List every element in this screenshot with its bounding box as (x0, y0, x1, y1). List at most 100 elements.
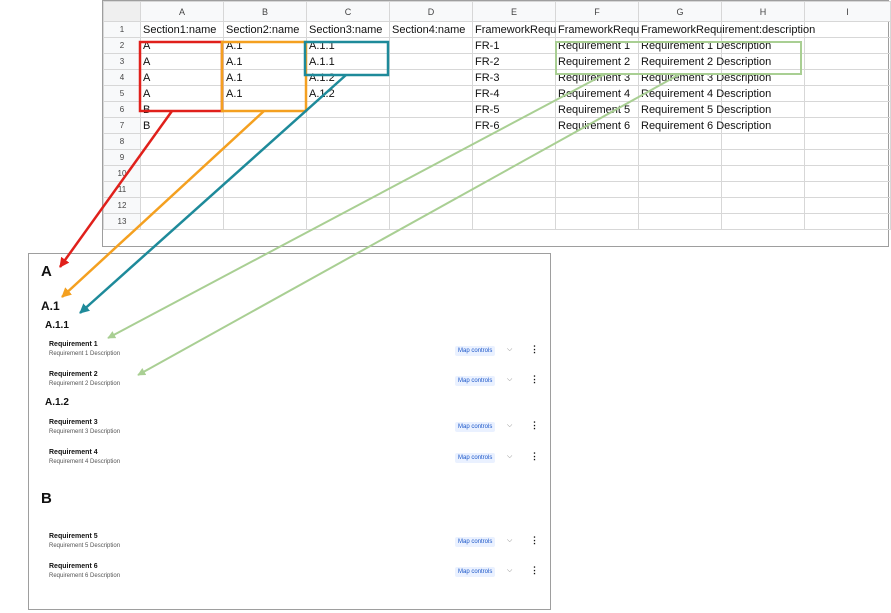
cell[interactable]: A.1.1 (306, 37, 390, 54)
cell[interactable] (804, 21, 891, 38)
more-options-icon[interactable]: ⋮ (530, 535, 539, 545)
cell[interactable] (555, 197, 639, 214)
cell[interactable] (555, 133, 639, 150)
cell[interactable] (638, 197, 722, 214)
cell[interactable]: A (140, 69, 224, 86)
cell[interactable] (555, 213, 639, 230)
cell[interactable] (638, 165, 722, 182)
cell[interactable]: FR-2 (472, 53, 556, 70)
more-options-icon[interactable]: ⋮ (530, 565, 539, 575)
column-header[interactable]: E (472, 1, 556, 22)
cell[interactable] (472, 181, 556, 198)
cell[interactable]: Requirement 6 Description (638, 117, 771, 134)
cell[interactable] (223, 197, 307, 214)
column-header[interactable]: B (223, 1, 307, 22)
cell[interactable]: Requirement 1 Description (638, 37, 771, 54)
cell[interactable] (223, 117, 307, 134)
cell[interactable] (721, 165, 805, 182)
cell[interactable] (389, 165, 473, 182)
cell[interactable] (804, 53, 891, 70)
cell[interactable]: A.1 (223, 69, 307, 86)
cell[interactable] (804, 117, 891, 134)
cell[interactable] (804, 149, 891, 166)
column-header[interactable]: C (306, 1, 390, 22)
cell[interactable]: Requirement 3 Description (638, 69, 771, 86)
cell[interactable] (306, 165, 390, 182)
corner-cell[interactable] (103, 1, 141, 22)
cell[interactable] (306, 101, 390, 118)
row-number[interactable]: 2 (103, 37, 141, 54)
map-controls-button[interactable]: Map controls (455, 453, 496, 463)
cell[interactable] (389, 53, 473, 70)
cell[interactable] (389, 133, 473, 150)
cell[interactable] (721, 213, 805, 230)
column-header[interactable]: I (804, 1, 891, 22)
cell[interactable] (140, 213, 224, 230)
cell[interactable]: Requirement 4 Description (638, 85, 771, 102)
chevron-down-icon[interactable]: ⌵ (507, 422, 513, 429)
chevron-down-icon[interactable]: ⌵ (507, 537, 513, 544)
cell[interactable]: B (140, 117, 224, 134)
cell[interactable]: A.1.1 (306, 53, 390, 70)
map-controls-button[interactable]: Map controls (455, 376, 496, 386)
cell[interactable] (638, 213, 722, 230)
cell[interactable]: Requirement 2 Description (638, 53, 771, 70)
row-number[interactable]: 3 (103, 53, 141, 70)
cell[interactable]: FR-1 (472, 37, 556, 54)
cell[interactable]: Requirement 3 (555, 69, 639, 86)
cell[interactable] (638, 149, 722, 166)
cell[interactable]: Requirement 1 (555, 37, 639, 54)
column-header[interactable]: H (721, 1, 805, 22)
cell[interactable] (638, 133, 722, 150)
cell[interactable]: Requirement 5 Description (638, 101, 771, 118)
row-number[interactable]: 7 (103, 117, 141, 134)
chevron-down-icon[interactable]: ⌵ (507, 453, 513, 460)
row-number[interactable]: 13 (103, 213, 141, 230)
cell[interactable] (223, 149, 307, 166)
cell[interactable] (472, 149, 556, 166)
cell[interactable] (804, 181, 891, 198)
cell[interactable]: A.1 (223, 37, 307, 54)
column-header[interactable]: F (555, 1, 639, 22)
cell[interactable] (804, 197, 891, 214)
cell[interactable] (804, 69, 891, 86)
cell[interactable] (389, 85, 473, 102)
cell[interactable] (223, 181, 307, 198)
chevron-down-icon[interactable]: ⌵ (507, 376, 513, 383)
map-controls-button[interactable]: Map controls (455, 537, 496, 547)
cell[interactable] (638, 181, 722, 198)
cell[interactable] (472, 213, 556, 230)
row-number[interactable]: 8 (103, 133, 141, 150)
more-options-icon[interactable]: ⋮ (530, 420, 539, 430)
row-number[interactable]: 5 (103, 85, 141, 102)
cell[interactable]: A.1 (223, 85, 307, 102)
cell[interactable]: FR-6 (472, 117, 556, 134)
cell[interactable]: A.1.2 (306, 85, 390, 102)
row-number[interactable]: 12 (103, 197, 141, 214)
cell[interactable] (223, 165, 307, 182)
cell[interactable]: A (140, 53, 224, 70)
cell[interactable]: FR-5 (472, 101, 556, 118)
cell[interactable]: A (140, 37, 224, 54)
cell[interactable] (555, 181, 639, 198)
cell[interactable] (472, 133, 556, 150)
cell[interactable] (389, 181, 473, 198)
map-controls-button[interactable]: Map controls (455, 422, 496, 432)
cell[interactable]: Section1:name (140, 21, 224, 38)
column-header[interactable]: G (638, 1, 722, 22)
chevron-down-icon[interactable]: ⌵ (507, 567, 513, 574)
cell[interactable]: Requirement 5 (555, 101, 639, 118)
cell[interactable]: FR-4 (472, 85, 556, 102)
cell[interactable] (472, 197, 556, 214)
row-number[interactable]: 11 (103, 181, 141, 198)
cell[interactable] (140, 133, 224, 150)
cell[interactable] (555, 149, 639, 166)
cell[interactable]: A.1 (223, 53, 307, 70)
row-number[interactable]: 6 (103, 101, 141, 118)
cell[interactable] (306, 197, 390, 214)
cell[interactable]: Requirement 4 (555, 85, 639, 102)
cell[interactable] (721, 181, 805, 198)
cell[interactable]: FR-3 (472, 69, 556, 86)
more-options-icon[interactable]: ⋮ (530, 451, 539, 461)
cell[interactable]: A (140, 85, 224, 102)
